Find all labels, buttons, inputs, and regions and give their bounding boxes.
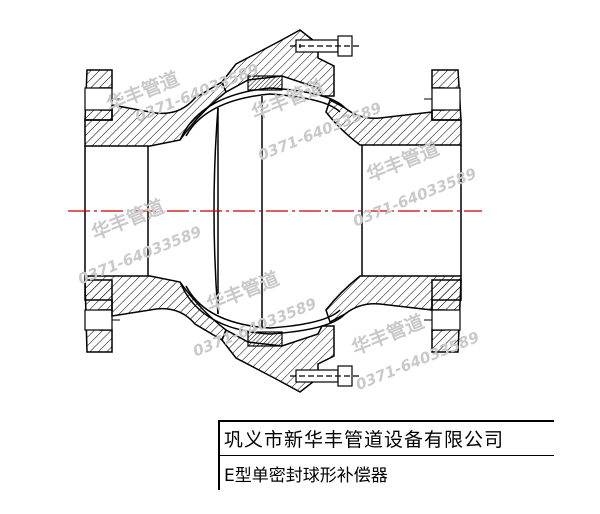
left-body-wall	[84, 80, 227, 342]
title-block: 巩义市新华丰管道设备有限公司 E型单密封球形补偿器	[218, 420, 554, 490]
right-top-bolt-hole	[431, 87, 461, 111]
watermark-name: 华丰管道	[88, 195, 167, 245]
company-name: 巩义市新华丰管道设备有限公司	[220, 422, 554, 456]
top-bolt	[290, 35, 360, 57]
bottom-bolt	[290, 365, 360, 387]
bottom-seal-ring	[247, 331, 283, 347]
left-bottom-bolt-hole	[84, 309, 113, 331]
right-body-wall	[325, 98, 462, 324]
right-bottom-bolt-hole	[431, 309, 461, 331]
product-name: E型单密封球形补偿器	[224, 465, 388, 486]
top-seal-ring	[247, 75, 283, 91]
